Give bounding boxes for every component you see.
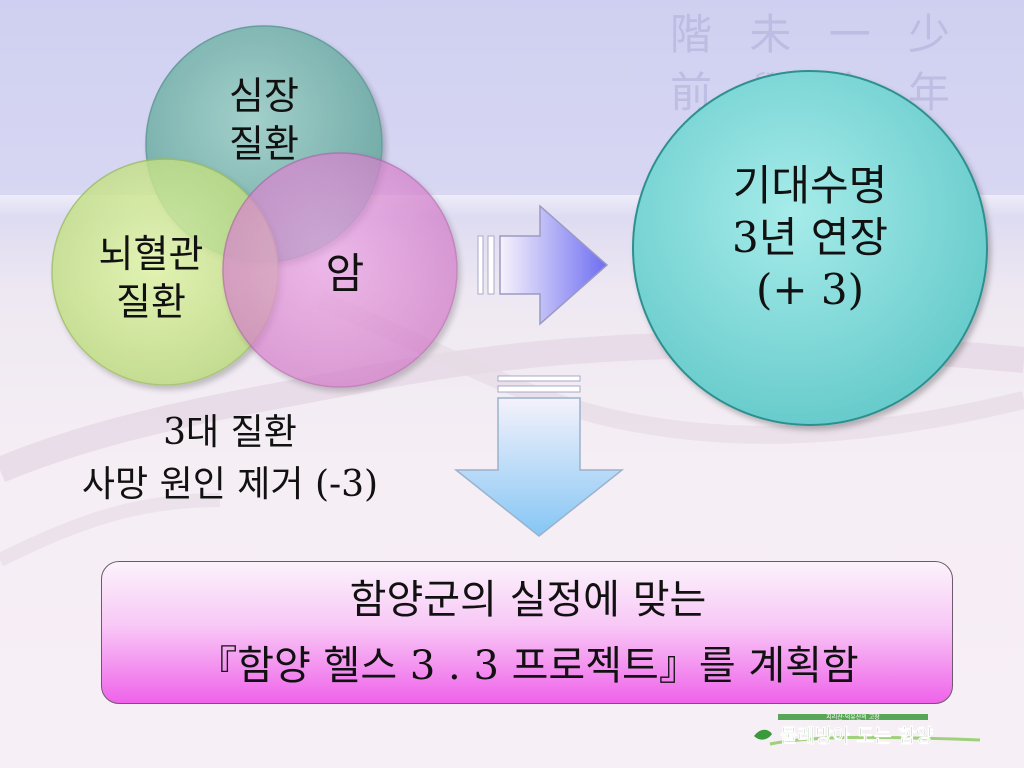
venn-label-line: 심장 — [229, 74, 299, 118]
result-label: 기대수명 3년 연장 (+ 3) — [660, 160, 960, 316]
venn-circle-cancer — [222, 152, 458, 388]
background-swoosh-3 — [0, 493, 221, 567]
venn-label-cancer: 암 — [300, 250, 390, 298]
down-arrow-icon — [453, 375, 625, 537]
logo-swoosh — [769, 735, 981, 746]
plan-line-2: 『함양 헬스 3 . 3 프로젝트』를 계획함 — [197, 643, 859, 689]
venn-label-line: 뇌혈관 — [98, 232, 204, 276]
caption-remove-causes: 사망 원인 제거 (-3) — [81, 464, 379, 505]
logo-slogan-bar — [778, 714, 928, 720]
venn-label-cerebrovascular-disease: 뇌혈관 질환 — [76, 230, 226, 326]
plan-box: 함양군의 실정에 맞는 『함양 헬스 3 . 3 프로젝트』를 계획함 — [101, 561, 953, 704]
caption-three-diseases: 3대 질환 — [163, 412, 297, 453]
logo-leaf-icon — [754, 729, 772, 740]
result-circle — [632, 70, 988, 426]
result-label-line: 3년 연장 — [732, 213, 888, 262]
plan-line-1: 함양군의 실정에 맞는 — [349, 577, 707, 623]
logo-text: 물레방아 도는 함양 — [780, 725, 934, 747]
venn-label-line: 질환 — [229, 122, 299, 166]
venn-label-heart-disease: 심장 질환 — [204, 72, 324, 168]
right-arrow-icon — [477, 204, 609, 326]
venn-label-line: 질환 — [116, 280, 186, 324]
venn-label-line: 암 — [325, 249, 365, 298]
hamyang-logo: 지리산·덕유산의 고장 물레방아 도는 함양 — [754, 713, 981, 747]
hanja-row: 階 未 一 少 — [670, 10, 963, 59]
logo-slogan-text: 지리산·덕유산의 고장 — [826, 713, 880, 721]
result-label-line: 기대수명 — [732, 161, 888, 210]
result-label-line: (+ 3) — [755, 265, 865, 314]
